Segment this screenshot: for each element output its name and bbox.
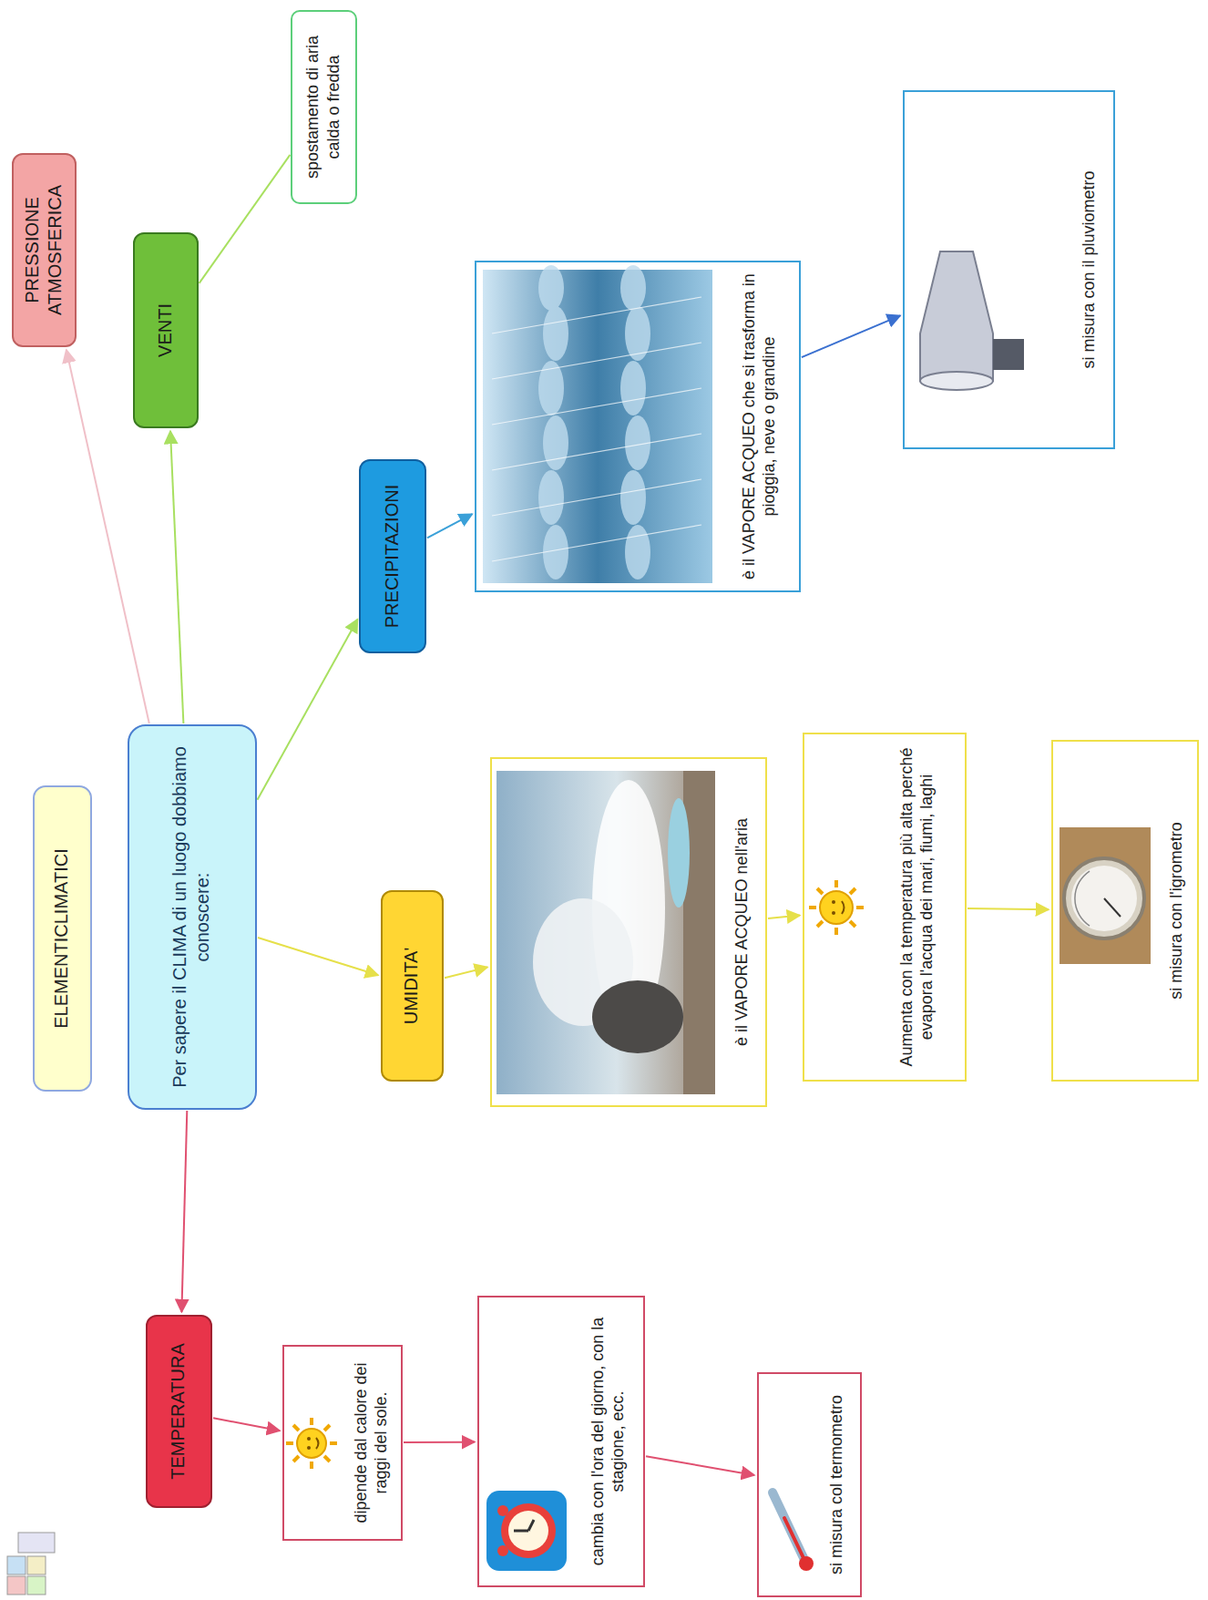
node-text: dipende dal calore dei raggi del sole. <box>350 1355 392 1530</box>
clock-icon <box>486 1490 567 1571</box>
node-text: si misura con l'igrometro <box>1166 821 1188 1000</box>
site-logo <box>7 1532 55 1595</box>
connector-arrow <box>967 908 1049 910</box>
steam-photo <box>496 770 716 1095</box>
node-text: Per sapere il CLIMA di un luogo dobbiamo… <box>168 735 215 1099</box>
category-box: UMIDITA' <box>380 890 444 1082</box>
info-box: è il VAPORE ACQUEO che si trasforma in p… <box>474 260 801 593</box>
node-text: si misura col termometro <box>826 1394 848 1575</box>
node-text: cambia con l'ora del giorno, con la stag… <box>587 1306 629 1577</box>
central-box: Per sapere il CLIMA di un luogo dobbiamo… <box>127 724 257 1110</box>
category-box: VENTI <box>133 232 199 429</box>
rain-photo <box>482 265 713 584</box>
connector-arrow <box>181 1110 187 1312</box>
node-text: TEMPERATURA <box>166 1342 190 1480</box>
node-text: Aumenta con la temperatura più alta perc… <box>896 743 938 1071</box>
node-text: PRECIPITAZIONI <box>380 484 404 628</box>
node-text: PRESSIONE ATMOSFERICA <box>20 163 67 337</box>
info-box: dipende dal calore dei raggi del sole. <box>282 1344 403 1541</box>
node-text: UMIDITA' <box>399 947 423 1025</box>
rain-gauge-photo <box>920 251 1024 390</box>
connector-arrow <box>645 1455 755 1475</box>
connector-arrow <box>801 315 901 358</box>
category-box: PRECIPITAZIONI <box>358 459 427 654</box>
connector-arrow <box>170 430 184 724</box>
connector-arrow <box>213 1417 280 1431</box>
title-box: ELEMENTICLIMATICI <box>32 785 93 1092</box>
category-box: PRESSIONE ATMOSFERICA <box>11 153 77 348</box>
node-text: si misura con il pluviometro <box>1078 170 1100 369</box>
info-box: è il VAPORE ACQUEO nell'aria <box>490 757 768 1107</box>
info-box: Aumenta con la temperatura più alta perc… <box>802 732 967 1082</box>
connector-arrow <box>257 937 379 975</box>
sun-icon <box>808 880 864 935</box>
connector-arrow <box>427 513 472 538</box>
info-box: si misura col termometro <box>757 1371 862 1598</box>
node-text: spostamento di aria calda o fredda <box>302 20 344 194</box>
category-box: TEMPERATURA <box>145 1314 213 1508</box>
info-box: si misura con il pluviometro <box>902 90 1116 450</box>
thermometer-icon <box>772 1492 814 1571</box>
node-text: è il VAPORE ACQUEO nell'aria <box>731 818 753 1046</box>
connector-arrow <box>199 154 291 284</box>
info-box: si misura con l'igrometro <box>1051 739 1199 1082</box>
node-text: VENTI <box>153 303 177 358</box>
node-text: ELEMENTICLIMATICI <box>50 848 73 1028</box>
connector-arrow <box>257 619 359 800</box>
info-box: spostamento di aria calda o fredda <box>290 10 358 205</box>
hygrometer-photo <box>1059 827 1151 964</box>
sun-icon <box>286 1417 338 1469</box>
connector-arrow <box>444 967 488 979</box>
node-text: è il VAPORE ACQUEO che si trasforma in p… <box>738 271 780 582</box>
info-box: cambia con l'ora del giorno, con la stag… <box>477 1295 645 1587</box>
connector-arrow <box>767 915 800 919</box>
connector-arrow <box>403 1441 475 1444</box>
